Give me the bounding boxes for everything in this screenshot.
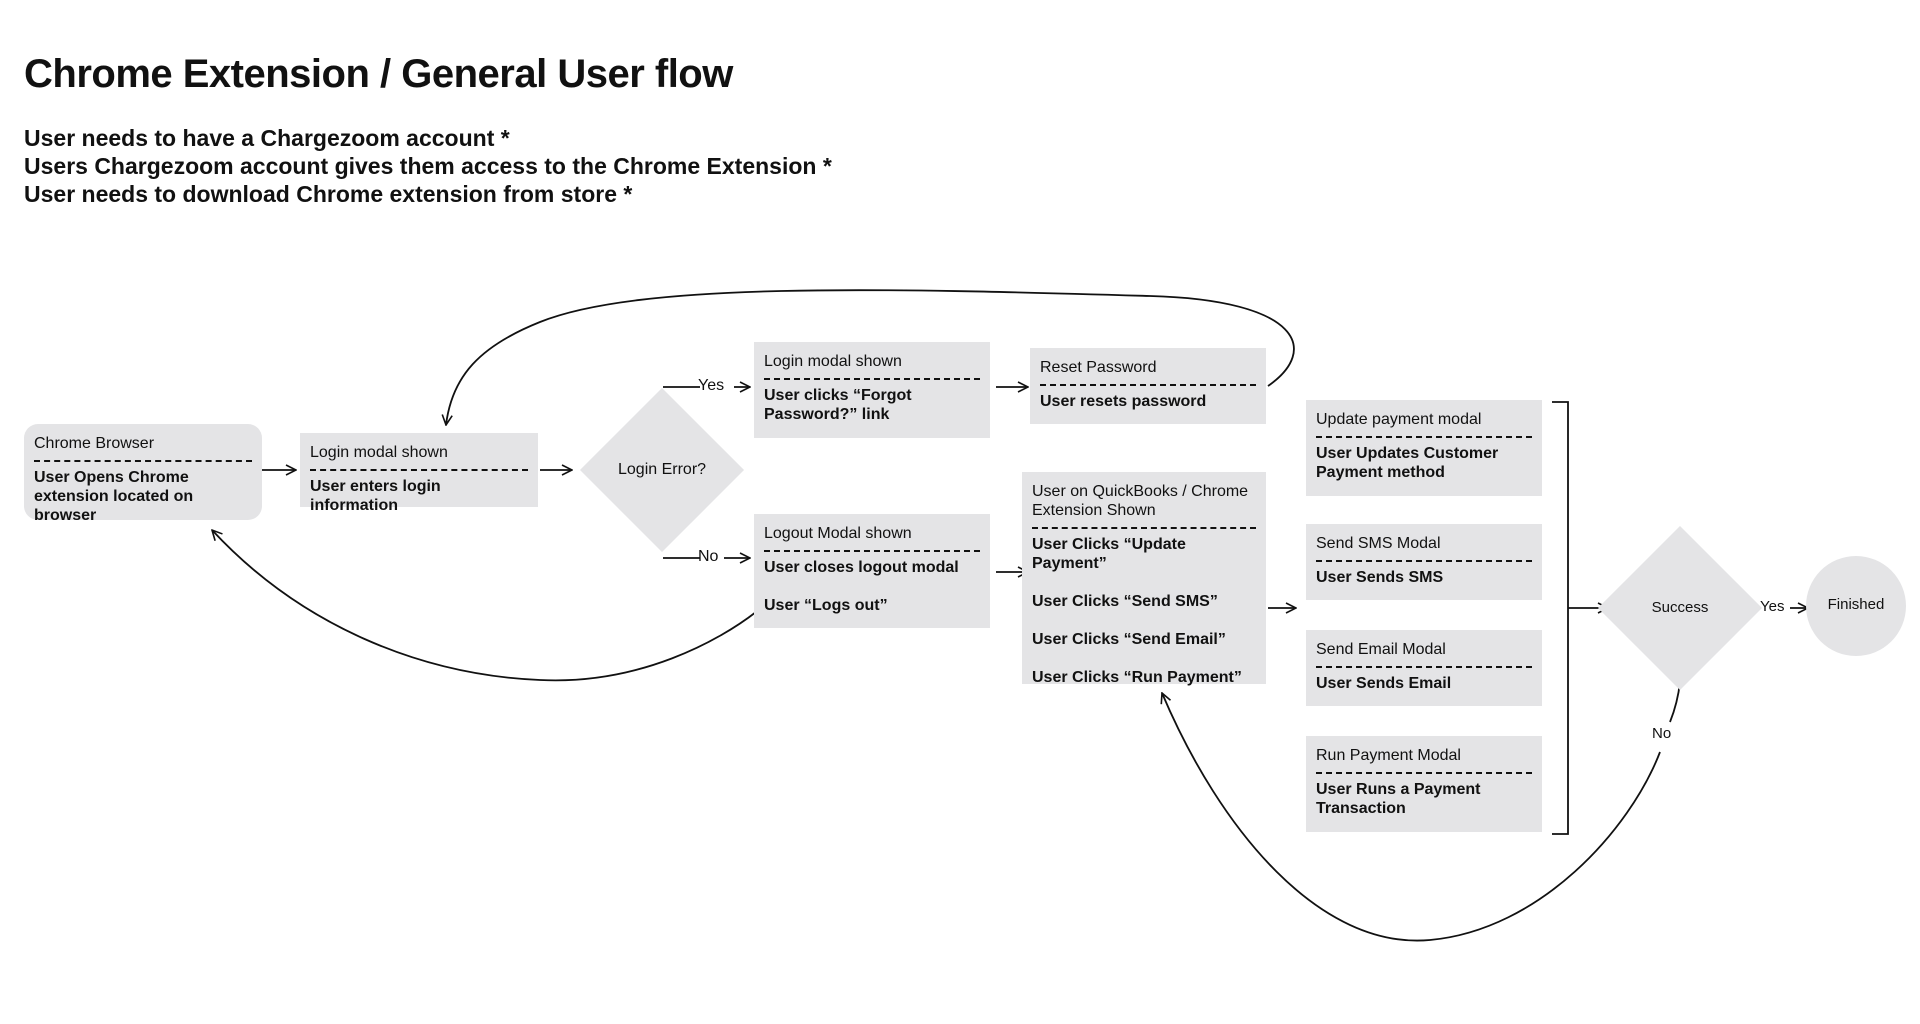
curve-logout-to-chrome [212, 530, 757, 682]
node-action: User Clicks “Run Payment” [1032, 669, 1242, 686]
modal-group-bracket [1552, 401, 1569, 835]
node-action: Payment method [1316, 464, 1445, 481]
node-heading: Send SMS Modal [1316, 535, 1441, 552]
send-sms-modal-node: Send SMS Modal User Sends SMS [1306, 524, 1542, 600]
success-label: Success [1651, 599, 1709, 616]
node-action: User Sends Email [1316, 675, 1452, 692]
node-heading: Chrome Browser [34, 435, 155, 452]
node-action: User “Logs out” [764, 597, 888, 614]
dashed-divider [1032, 527, 1256, 529]
diagram-title: Chrome Extension / General User flow [24, 52, 733, 96]
node-action: Transaction [1316, 800, 1406, 817]
requirement-item: User needs to have a Chargezoom account … [24, 125, 510, 151]
node-action: User Sends SMS [1316, 569, 1444, 586]
node-action: Password?” link [764, 406, 890, 423]
edge-label-no: No [1652, 725, 1672, 742]
node-heading: Update payment modal [1316, 411, 1482, 428]
node-action: User Clicks “Send Email” [1032, 631, 1226, 648]
requirement-item: Users Chargezoom account gives them acce… [24, 153, 832, 179]
node-heading: Run Payment Modal [1316, 747, 1461, 764]
node-heading: Login modal shown [310, 444, 448, 461]
node-action: User enters login information [310, 478, 441, 514]
login-error-label: Login Error? [618, 461, 707, 478]
node-heading: Login modal shown [764, 353, 902, 370]
edge-label-no: No [698, 548, 719, 565]
dashed-divider [1316, 772, 1532, 774]
logout-modal-node: Logout Modal shown User closes logout mo… [754, 514, 990, 628]
chrome-browser-node: Chrome Browser User Opens Chrome extensi… [24, 424, 262, 524]
login-modal-forgot-node: Login modal shown User clicks “Forgot Pa… [754, 342, 990, 438]
node-action: User resets password [1040, 393, 1207, 410]
requirements-list: User needs to have a Chargezoom account … [24, 124, 832, 208]
node-heading: Logout Modal shown [764, 525, 912, 542]
dashed-divider [1316, 560, 1532, 562]
node-action: extension located on browser [34, 488, 194, 524]
requirement-item: User needs to download Chrome extension … [24, 181, 633, 207]
run-payment-modal-node: Run Payment Modal User Runs a Payment Tr… [1306, 736, 1542, 832]
node-action: User clicks “Forgot [764, 387, 912, 404]
node-heading: Send Email Modal [1316, 641, 1446, 658]
send-email-modal-node: Send Email Modal User Sends Email [1306, 630, 1542, 706]
curve-reset-to-login [446, 289, 1295, 425]
dashed-divider [1040, 384, 1256, 386]
node-action: User Opens Chrome [34, 469, 189, 486]
node-heading: User on QuickBooks / Chrome [1032, 483, 1249, 500]
finished-node [1806, 556, 1906, 656]
finished-label: Finished [1827, 596, 1885, 613]
node-action: User Runs a Payment [1316, 781, 1481, 798]
reset-password-node: Reset Password User resets password [1030, 348, 1266, 424]
dashed-divider [34, 460, 252, 462]
node-action: User Clicks “Send SMS” [1032, 593, 1218, 610]
dashed-divider [1316, 666, 1532, 668]
dashed-divider [764, 550, 980, 552]
quickbooks-extension-node: User on QuickBooks / Chrome Extension Sh… [1022, 472, 1266, 686]
edge-label-yes: Yes [1760, 598, 1785, 615]
dashed-divider [764, 378, 980, 380]
dashed-divider [1316, 436, 1532, 438]
node-heading: Reset Password [1040, 359, 1157, 376]
edge-label-yes: Yes [698, 377, 725, 394]
node-action: User closes logout modal [764, 559, 959, 576]
node-action: User Clicks “Update Payment” [1032, 536, 1186, 572]
update-payment-modal-node: Update payment modal User Updates Custom… [1306, 400, 1542, 496]
node-action: User Updates Customer [1316, 445, 1499, 462]
dashed-divider [310, 469, 528, 471]
login-modal-node: Login modal shown User enters login info… [300, 433, 538, 514]
node-heading: Extension Shown [1032, 502, 1156, 519]
